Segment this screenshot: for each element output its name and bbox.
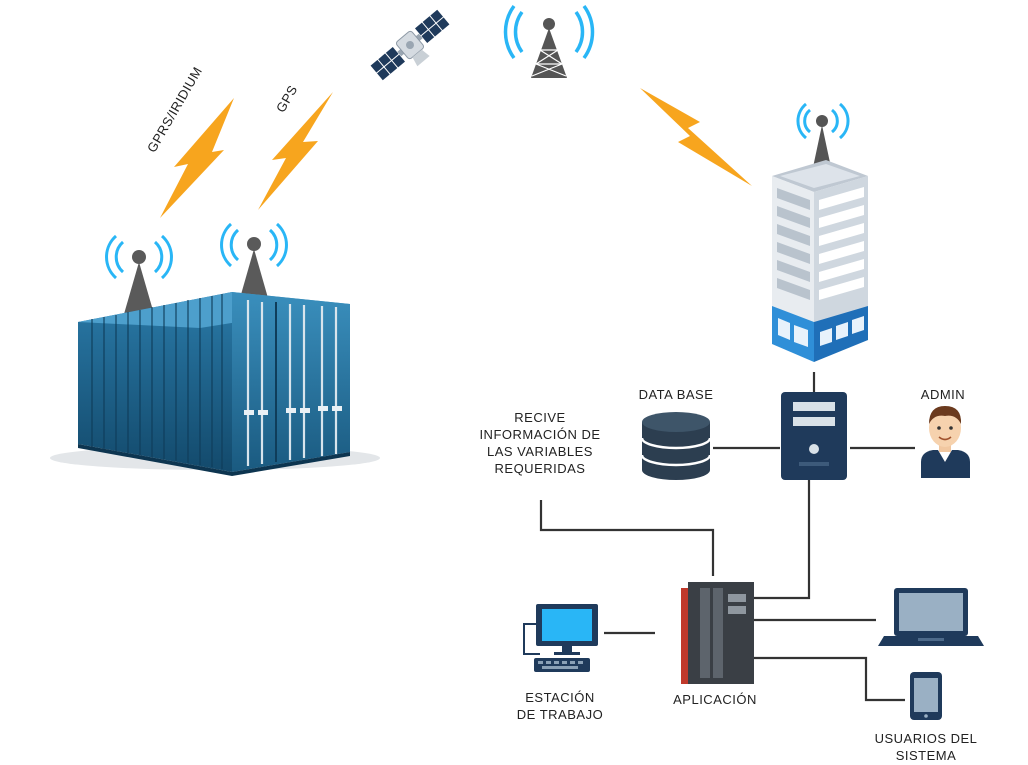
line-app-phone — [752, 656, 905, 702]
lightning-bolt-tower — [640, 88, 752, 186]
office-building — [772, 102, 868, 362]
label-workstation-line: ESTACIÓN — [525, 690, 595, 705]
label-admin: ADMIN — [920, 387, 966, 402]
connector-lines — [539, 372, 915, 702]
shipping-container — [50, 222, 380, 476]
database-icon — [640, 412, 712, 480]
workstation-icon — [523, 604, 598, 672]
application-server-icon — [681, 582, 754, 684]
server-icon — [781, 392, 847, 480]
label-workstation: ESTACIÓN DE TRABAJO — [500, 689, 620, 723]
label-receive-info: RECIVE INFORMACIÓN DE LAS VARIABLES REQU… — [470, 409, 610, 477]
label-users-line: USUARIOS DEL — [874, 731, 978, 746]
laptop-icon — [878, 588, 984, 646]
antenna-right — [220, 222, 288, 298]
label-receive-line: RECIVE — [514, 410, 566, 425]
antenna-left — [105, 234, 173, 314]
cell-tower-icon — [503, 4, 595, 78]
label-application: APLICACIÓN — [673, 692, 757, 707]
label-receive-line: REQUERIDAS — [494, 461, 586, 476]
line-server-app — [752, 480, 811, 600]
label-database: DATA BASE — [638, 387, 714, 402]
admin-avatar-icon — [921, 406, 970, 478]
label-receive-line: LAS VARIABLES — [487, 444, 593, 459]
satellite-icon — [369, 8, 451, 82]
line-receive-app — [539, 500, 715, 576]
label-system-users: USUARIOS DEL SISTEMA — [866, 730, 986, 764]
label-users-line: SISTEMA — [895, 748, 957, 763]
lightning-bolt-gps — [258, 92, 333, 210]
label-workstation-line: DE TRABAJO — [516, 707, 604, 722]
label-receive-line: INFORMACIÓN DE — [479, 427, 601, 442]
lightning-bolt-gprs — [160, 98, 234, 218]
mobile-phone-icon — [910, 672, 942, 720]
